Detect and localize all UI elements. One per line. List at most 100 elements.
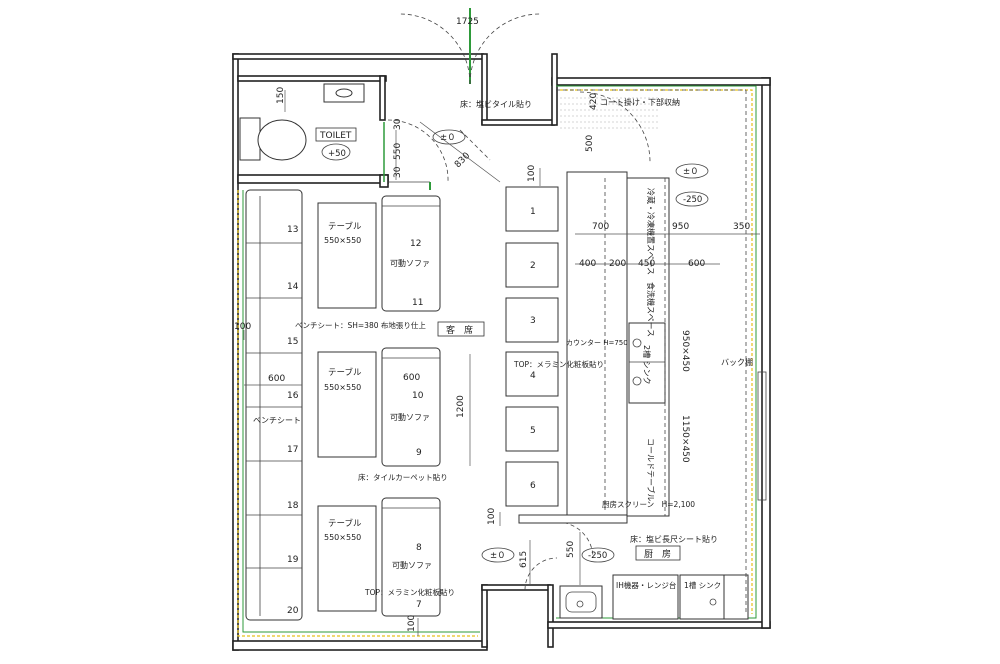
table-1	[317, 202, 377, 309]
dim-550b: 550	[566, 541, 576, 558]
bench-seat-18: 18	[287, 501, 299, 511]
table-1-size: 550×550	[324, 236, 361, 245]
dim-1200: 1200	[456, 395, 466, 418]
bench-seat-15: 15	[287, 337, 298, 347]
sink1-label: 1槽 シンク	[684, 580, 721, 590]
dim-600b: 600	[268, 374, 285, 384]
counter-seat-numbers: 1 2 3 4 5 6	[530, 207, 536, 491]
sofa-2-top: 10	[412, 391, 424, 401]
bench-seat	[245, 189, 303, 621]
table-2-size: 550×550	[324, 383, 361, 392]
dim-30a: 30	[393, 118, 403, 130]
bench-sheet-label: ベンチシート	[253, 416, 301, 425]
table-1-name: テーブル	[328, 221, 362, 232]
toilet-room	[239, 83, 365, 161]
sofa-1-top: 12	[410, 239, 421, 249]
dim-950x450: 950×450	[680, 330, 690, 372]
dim-100b: 100	[234, 322, 251, 332]
counter-seat-1: 1	[530, 207, 536, 217]
table-3	[317, 505, 377, 612]
sofa-2-name: 可動ソファ	[390, 413, 430, 422]
ih-range-label: IH機器・レンジ台	[616, 580, 676, 590]
counter-seat-3: 3	[530, 316, 536, 326]
bench-seat-13: 13	[287, 225, 298, 235]
bottom-level: ±０	[490, 551, 506, 561]
sofa-3-name: 可動ソファ	[392, 561, 432, 570]
bench-seat-20: 20	[287, 606, 299, 616]
dim-830: 830	[453, 151, 472, 170]
tables	[317, 202, 377, 612]
coat-hanger-note: コート掛け・下部収納	[600, 97, 680, 107]
table-labels: テーブル 550×550 テーブル 550×550 テーブル 550×550	[324, 221, 362, 542]
sofa-3-bottom: 7	[416, 600, 422, 610]
table-2-name: テーブル	[328, 367, 362, 378]
outer-walls	[232, 53, 771, 651]
floor-carpet-note: 床：タイルカーペット貼り	[358, 472, 448, 482]
bench-seat-numbers: 13 14 15 16 17 18 19 20	[287, 225, 299, 616]
counter-seat-6: 6	[530, 481, 536, 491]
dim-700: 700	[592, 222, 609, 232]
dim-100d: 100	[407, 615, 417, 632]
bench-seat-16: 16	[287, 391, 299, 401]
dim-615: 615	[519, 551, 529, 568]
dimension-lines	[243, 90, 760, 636]
table-2	[317, 351, 377, 458]
table-3-size: 550×550	[324, 533, 361, 542]
sofas	[381, 195, 441, 617]
level-markers	[432, 129, 709, 563]
dim-600a: 600	[688, 259, 705, 269]
floor-tile-note: 床：塩ビタイル貼り	[460, 99, 532, 109]
counter-top-label: TOP：メラミン化粧板貼り	[513, 359, 604, 369]
dim-30b: 30	[393, 166, 403, 178]
kitchen-label: 厨 房	[644, 548, 671, 560]
bottom-level-minus: -250	[588, 551, 607, 561]
sink2-label: 2槽 シンク	[642, 345, 652, 385]
counter-label: カウンター H=750	[566, 338, 628, 347]
sofa-3-top: 8	[416, 543, 422, 553]
dim-1725: 1725	[456, 17, 479, 27]
right-level-minus: -250	[683, 195, 702, 205]
dim-550a: 550	[393, 143, 403, 160]
sofa-labels: 12 可動ソファ 11 10 可動ソファ 9 8 可動ソファ 7	[390, 239, 432, 610]
bench-seat-14: 14	[287, 282, 299, 292]
bench-seat-17: 17	[287, 445, 298, 455]
entry-level: ±０	[440, 133, 456, 143]
kitchen-screen-label: 厨房スクリーン H=2,100	[602, 499, 695, 509]
dim-950: 950	[672, 222, 689, 232]
customer-area-label: 客 席	[446, 324, 473, 336]
room-labels: TOILET +50 床：塩ビタイル貼り コート掛け・下部収納 ±０ ±０ -2…	[253, 97, 753, 597]
sofa-1-name: 可動ソファ	[390, 259, 430, 268]
cold-table-label: コールドテーブル	[646, 438, 656, 502]
doors	[383, 13, 651, 591]
toilet-level: +50	[328, 149, 346, 159]
dim-100c: 100	[487, 508, 497, 525]
dim-400: 400	[579, 259, 596, 269]
dim-350: 350	[733, 222, 750, 232]
counter-seat-4: 4	[530, 371, 536, 381]
counter-stools	[505, 186, 559, 507]
bench-sheet-note: ベンチシート：SH=380 布地張り仕上	[295, 320, 426, 330]
dim-200: 200	[609, 259, 626, 269]
dim-100a: 100	[527, 165, 537, 182]
bench-seat-19: 19	[287, 555, 299, 565]
dim-1150x450: 1150×450	[680, 415, 690, 463]
dim-420: 420	[589, 93, 599, 110]
dishwasher-space-label: 食洗機スペース	[646, 282, 656, 337]
sofa-1-bottom: 11	[412, 298, 423, 308]
right-level: ±０	[683, 167, 699, 177]
counter-kitchen	[518, 89, 749, 620]
counter-seat-2: 2	[530, 261, 536, 271]
toilet-label: TOILET	[319, 131, 352, 141]
back-shelf-label: バック棚	[721, 357, 753, 367]
counter-seat-5: 5	[530, 426, 536, 436]
fridge-space-label: 冷蔵・冷凍機置スペース	[646, 188, 656, 275]
dim-450: 450	[638, 259, 655, 269]
dim-500: 500	[585, 135, 595, 152]
table-top-note: TOP：メラミン化粧板貼り	[364, 587, 455, 597]
sofa-2-bottom: 9	[416, 448, 422, 458]
floor-vinyl-note: 床：塩ビ長尺シート貼り	[630, 534, 718, 544]
dim-600c: 600	[403, 373, 420, 383]
dimension-texts: 1725 150 30 550 30 830 420 500 100 700 9…	[234, 17, 750, 632]
dim-150: 150	[276, 87, 286, 104]
